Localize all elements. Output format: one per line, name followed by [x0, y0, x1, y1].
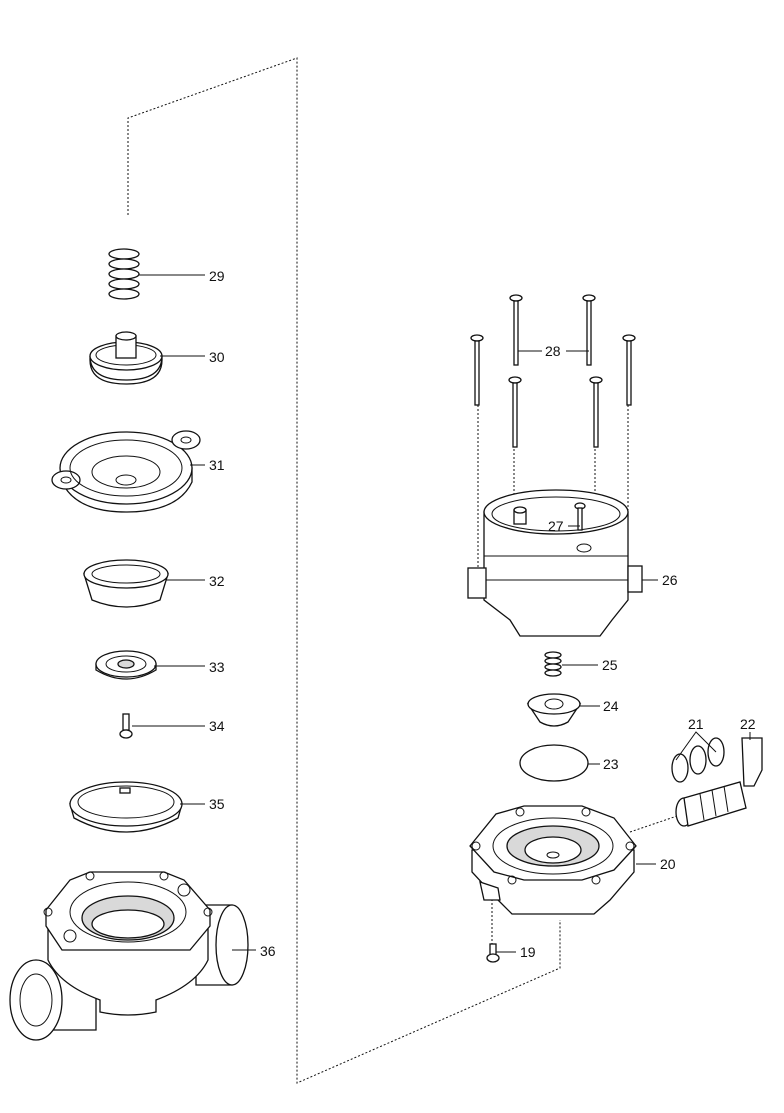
callout-23: 23 [603, 756, 619, 772]
part-34-screw [119, 713, 133, 739]
callout-29: 29 [209, 268, 225, 284]
part-33-disc [95, 650, 157, 680]
callout-20: 20 [660, 856, 676, 872]
part-32-ring [83, 559, 169, 608]
part-30-cap [89, 331, 163, 385]
part-27-screw [574, 502, 586, 531]
callout-36: 36 [260, 943, 276, 959]
callout-21: 21 [688, 716, 704, 732]
part-22-lever [675, 737, 763, 827]
callout-33: 33 [209, 659, 225, 675]
callout-34: 34 [209, 718, 225, 734]
part-25-spring [544, 651, 562, 677]
part-21-o-rings [671, 737, 725, 783]
leader-lines [132, 274, 751, 953]
callout-28: 28 [545, 343, 561, 359]
part-19-screw [486, 943, 500, 963]
part-26-housing [467, 489, 643, 637]
part-29-spring [108, 248, 140, 300]
part-20-bonnet [469, 805, 637, 915]
part-36-valve-body [9, 871, 249, 1041]
callout-30: 30 [209, 349, 225, 365]
part-31-bonnet [51, 430, 201, 513]
part-28-screws [470, 294, 636, 448]
callout-32: 32 [209, 573, 225, 589]
callout-31: 31 [209, 457, 225, 473]
callout-25: 25 [602, 657, 618, 673]
callout-19: 19 [520, 944, 536, 960]
callout-26: 26 [662, 572, 678, 588]
part-35-ring [69, 781, 183, 833]
part-24-cap [526, 693, 582, 727]
callout-labels: 19 20 21 22 23 24 25 26 27 28 29 30 31 3… [209, 268, 756, 960]
callout-27: 27 [548, 518, 564, 534]
callout-22: 22 [740, 716, 756, 732]
callout-35: 35 [209, 796, 225, 812]
part-23-membrane [519, 744, 589, 782]
callout-24: 24 [603, 698, 619, 714]
